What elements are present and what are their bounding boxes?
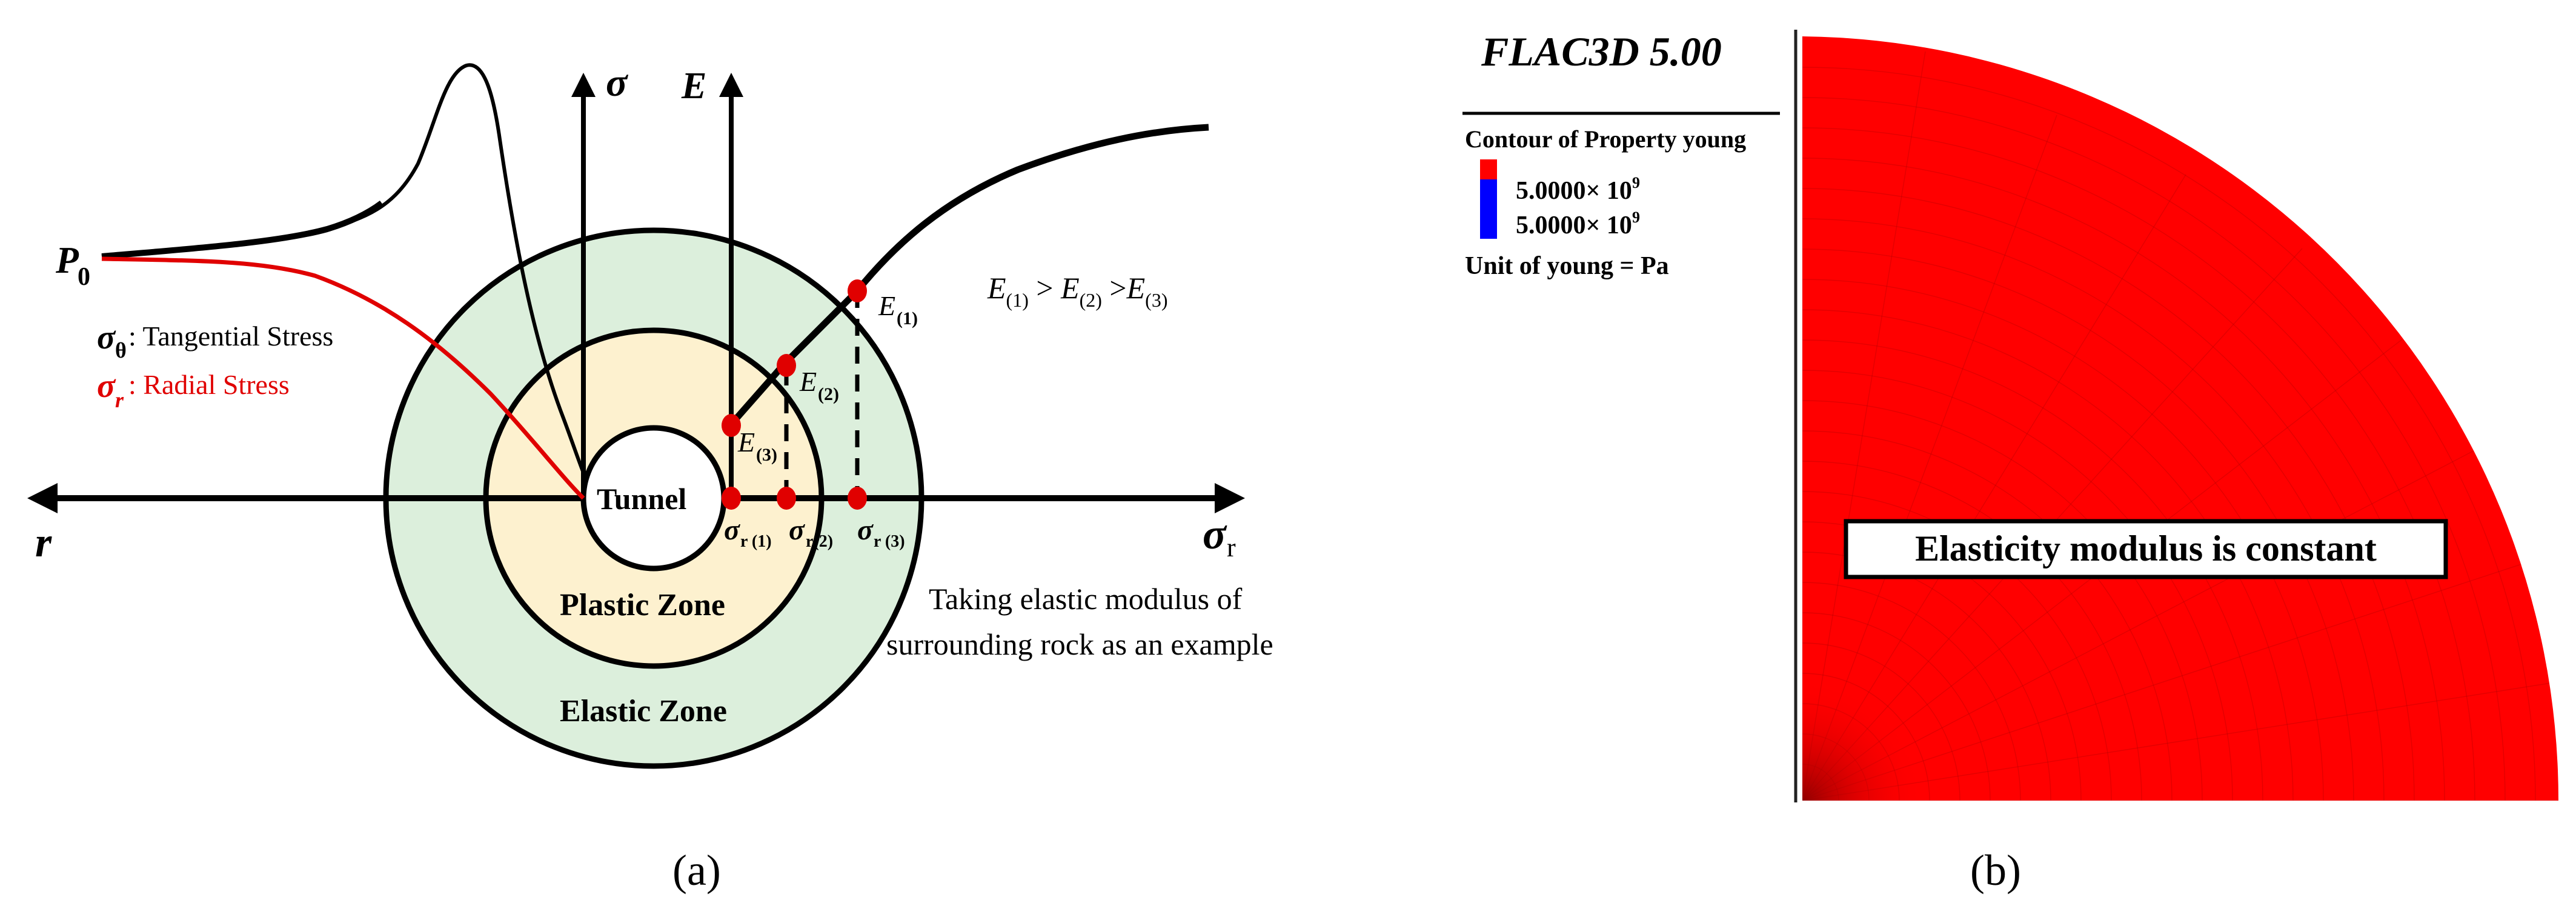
modulus-relation: E(1) > E(2) >E(3)	[987, 271, 1167, 311]
sigma-r1-sub: r (1)	[740, 532, 772, 551]
sigma-axis-label: σ	[606, 61, 629, 105]
legend-swatch-red	[1480, 159, 1497, 179]
annotation-text: Elasticity modulus is constant	[1915, 528, 2377, 568]
sigma-r2-sub: r(2)	[806, 532, 833, 551]
sigma-r1-label: σ	[724, 514, 740, 546]
note-line-1: Taking elastic modulus of	[929, 582, 1243, 616]
legend-swatch-blue	[1480, 179, 1497, 239]
unit-text: Unit of young = Pa	[1465, 252, 1669, 280]
radial-stress-curve	[101, 256, 585, 500]
E-axis-label: E	[681, 65, 706, 107]
software-title: FLAC3D 5.00	[1481, 28, 1722, 75]
E1-label: E	[878, 290, 895, 321]
note-line-2: surrounding rock as an example	[886, 627, 1273, 661]
point-sigma-r1	[722, 487, 741, 510]
tangential-sub: θ	[115, 338, 127, 362]
radial-sub: r	[115, 388, 124, 412]
annotation-box	[1844, 519, 2448, 579]
p0-sub: 0	[78, 263, 90, 291]
sigma-r3-sub: r (3)	[874, 532, 905, 551]
sigma-r-axis-label: σ	[1203, 510, 1227, 558]
elastic-modulus-curve	[728, 124, 1209, 427]
panel-b-caption: (b)	[1970, 846, 2021, 895]
legend-title: Contour of Property young	[1465, 125, 1746, 153]
E2-label: E	[799, 366, 817, 397]
panel-a-caption: (a)	[672, 846, 721, 895]
legend-value-max: 5.0000× 109	[1516, 174, 1640, 205]
panel-a-diagram: σ E r σ r P 0 σ θ : Tangential Stress σ …	[27, 61, 1273, 895]
E3-sub: (3)	[756, 445, 777, 465]
sigma-r2-label: σ	[789, 514, 805, 546]
radial-symbol: σ	[97, 367, 116, 405]
contour-quarter-disk	[1802, 36, 2558, 801]
E2-sub: (2)	[818, 384, 839, 404]
tunnel-label: Tunnel	[597, 482, 686, 516]
panel-b-flac3d-plot: FLAC3D 5.00 Contour of Property young 5.…	[1462, 28, 2558, 895]
point-E1	[848, 279, 867, 302]
sigma-r-axis-sub: r	[1227, 533, 1236, 562]
radial-text: : Radial Stress	[128, 369, 290, 400]
point-E3	[722, 414, 741, 437]
plastic-zone-label: Plastic Zone	[560, 588, 725, 622]
E1-sub: (1)	[897, 308, 918, 328]
tangential-stress-curve-thick	[101, 200, 383, 259]
tangential-symbol: σ	[97, 319, 116, 356]
r-axis-label: r	[35, 519, 52, 566]
p0-label: P	[55, 240, 79, 281]
point-sigma-r3	[848, 487, 867, 510]
legend-value-min: 5.0000× 109	[1516, 208, 1640, 239]
point-sigma-r2	[777, 487, 796, 510]
elastic-zone-label: Elastic Zone	[560, 694, 727, 728]
E3-label: E	[737, 427, 755, 458]
tangential-text: : Tangential Stress	[128, 321, 333, 352]
point-E2	[777, 354, 796, 377]
sigma-r3-label: σ	[857, 514, 874, 546]
